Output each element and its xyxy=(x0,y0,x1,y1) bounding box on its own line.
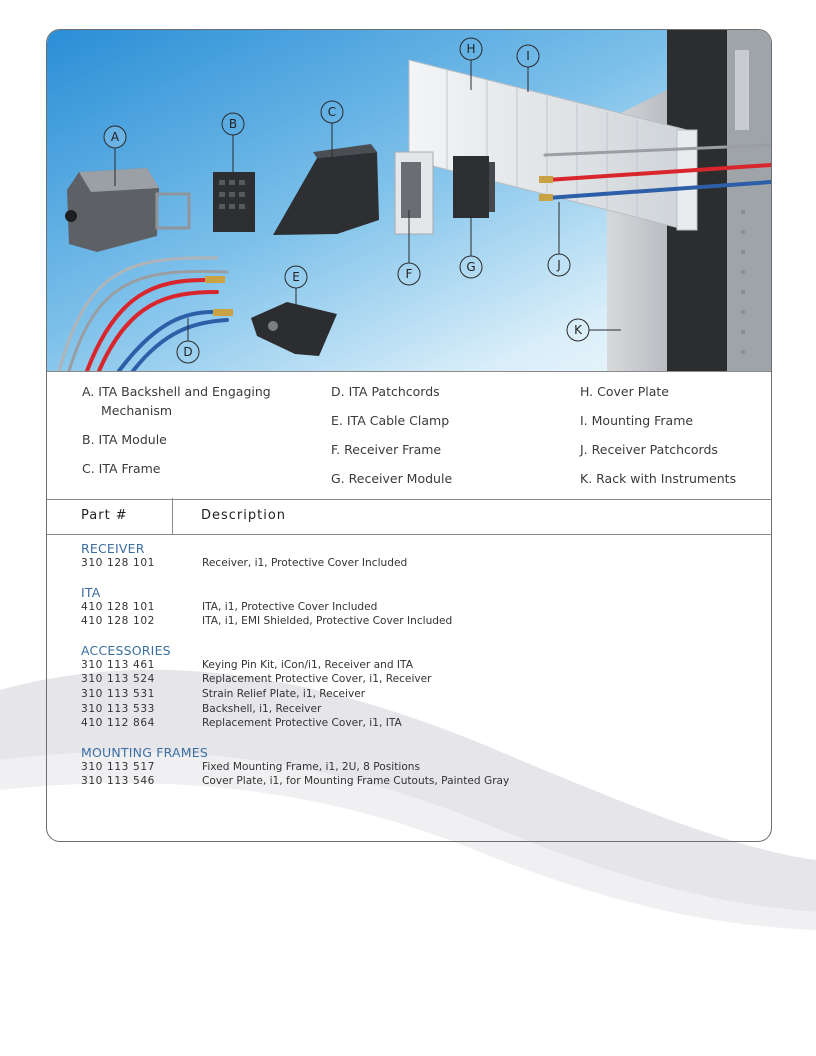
legend-item-i: I. Mounting Frame xyxy=(580,413,694,428)
part-description: Replacement Protective Cover, i1, Receiv… xyxy=(202,673,432,686)
callout-h: H xyxy=(466,42,475,56)
product-illustration: A B C D E F G H I J K xyxy=(47,30,771,371)
parts-group-title: ACCESSORIES xyxy=(81,642,171,658)
callout-i: I xyxy=(526,49,530,63)
part-description: Replacement Protective Cover, i1, ITA xyxy=(202,717,402,730)
description-header: Description xyxy=(201,508,287,523)
callout-c: C xyxy=(328,105,336,119)
parts-legend: A. ITA Backshell and Engaging Mechanism … xyxy=(47,371,771,500)
part-number: 310 113 533 xyxy=(81,702,155,715)
receiver-patchcords-illustration xyxy=(539,143,771,201)
part-number: 410 128 101 xyxy=(81,600,155,613)
legend-item-h: H. Cover Plate xyxy=(580,384,669,399)
part-number: 410 128 102 xyxy=(81,615,155,628)
part-description: ITA, i1, Protective Cover Included xyxy=(202,600,378,613)
legend-item-b: B. ITA Module xyxy=(82,432,167,447)
legend-item-a: A. ITA Backshell and Engaging Mechanism xyxy=(82,384,271,418)
ita-cable-clamp-illustration xyxy=(251,302,337,356)
receiver-frame-illustration xyxy=(394,151,434,235)
legend-item-e: E. ITA Cable Clamp xyxy=(331,413,450,428)
legend-item-c: C. ITA Frame xyxy=(82,461,161,476)
part-number: 310 113 517 xyxy=(81,760,155,773)
part-number: 310 113 546 xyxy=(81,775,155,788)
callout-d: D xyxy=(183,345,192,359)
legend-item-k: K. Rack with Instruments xyxy=(580,471,737,486)
callout-a: A xyxy=(111,130,120,144)
part-number: 310 113 531 xyxy=(81,687,155,700)
table-row: 410 128 101 ITA, i1, Protective Cover Inc… xyxy=(81,600,761,615)
table-row: 310 113 461 Keying Pin Kit, iCon/i1, Rece… xyxy=(81,658,761,673)
callout-markers xyxy=(103,37,621,364)
part-description: Backshell, i1, Receiver xyxy=(202,702,322,715)
callout-b: B xyxy=(229,117,237,131)
table-row: 310 113 517 Fixed Mounting Frame, i1, 2U,… xyxy=(81,760,761,775)
callout-f: F xyxy=(406,267,413,281)
table-row: 310 113 533 Backshell, i1, Receiver xyxy=(81,702,761,717)
product-card: A B C D E F G H I J K A. ITA Backshell a… xyxy=(46,29,772,842)
legend-item-f: F. Receiver Frame xyxy=(331,442,442,457)
ita-backshell-illustration xyxy=(65,168,191,252)
ita-frame-illustration xyxy=(273,144,379,235)
part-description: Keying Pin Kit, iCon/i1, Receiver and IT… xyxy=(202,658,413,671)
part-number: 310 113 524 xyxy=(81,673,155,686)
table-row: 310 113 531 Strain Relief Plate, i1, Rece… xyxy=(81,687,761,702)
part-description: Receiver, i1, Protective Cover Included xyxy=(202,557,408,569)
callout-j: J xyxy=(556,258,561,272)
ita-patchcords-illustration xyxy=(57,256,233,371)
table-row: 410 128 102 ITA, i1, EMI Shielded, Protec… xyxy=(81,614,761,629)
table-row: 310 128 101 Receiver, i1, Protective Cove… xyxy=(81,556,761,571)
table-row: 310 113 524 Replacement Protective Cover,… xyxy=(81,672,761,687)
ita-module-illustration xyxy=(213,172,255,232)
parts-group-title: ITA xyxy=(81,584,101,600)
receiver-module-illustration xyxy=(453,156,495,218)
part-description: Cover Plate, i1, for Mounting Frame Cuto… xyxy=(202,775,510,788)
legend-item-d: D. ITA Patchcords xyxy=(331,384,440,399)
header-divider xyxy=(172,498,173,534)
part-number: 310 128 101 xyxy=(81,557,155,569)
part-number-header: Part # xyxy=(81,508,128,523)
table-row: 310 113 546 Cover Plate, i1, for Mounting… xyxy=(81,774,761,789)
part-description: Strain Relief Plate, i1, Receiver xyxy=(202,687,366,700)
parts-group-title: MOUNTING FRAMES xyxy=(81,744,208,760)
callout-g: G xyxy=(466,260,475,274)
part-number: 410 112 864 xyxy=(81,717,155,730)
part-number: 310 113 461 xyxy=(81,658,155,671)
part-description: Fixed Mounting Frame, i1, 2U, 8 Position… xyxy=(202,760,421,773)
parts-table-header: Part # Description xyxy=(47,498,771,535)
callout-e: E xyxy=(292,270,300,284)
table-row: 410 112 864 Replacement Protective Cover,… xyxy=(81,716,761,731)
callout-k: K xyxy=(574,323,583,337)
legend-item-j: J. Receiver Patchcords xyxy=(580,442,718,457)
part-description: ITA, i1, EMI Shielded, Protective Cover … xyxy=(202,615,453,628)
legend-item-g: G. Receiver Module xyxy=(331,471,453,486)
parts-group-title: RECEIVER xyxy=(81,541,145,556)
